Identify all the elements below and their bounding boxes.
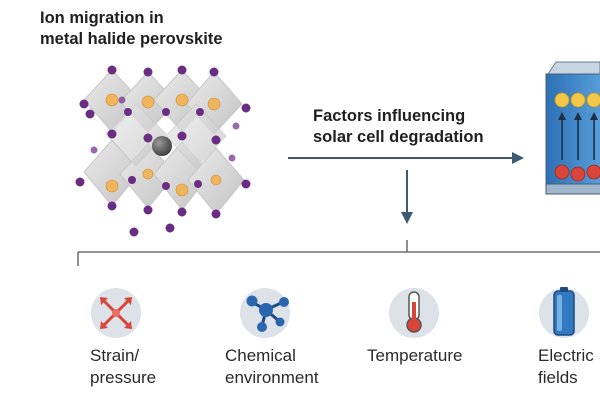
factor-label-chemical: Chemical environment <box>225 345 319 389</box>
diagram-title: Ion migration in metal halide perovskite <box>40 8 223 50</box>
holes <box>554 164 600 182</box>
factor-label-line: fields <box>538 368 578 387</box>
factor-label-temperature: Temperature <box>367 345 462 367</box>
carrier-arrows <box>558 112 598 160</box>
molecule-icon <box>240 288 290 338</box>
arrow-label-line-2: solar cell degradation <box>313 128 484 146</box>
arrow-label-line-1: Factors influencing <box>313 107 466 125</box>
strain-icon <box>91 288 141 338</box>
arrow-to-device <box>288 152 524 164</box>
factor-bracket <box>77 240 600 266</box>
arrow-label: Factors influencing solar cell degradati… <box>313 106 484 148</box>
thermometer-icon <box>389 288 439 338</box>
battery-icon <box>539 287 589 338</box>
factor-label-line: Chemical <box>225 346 296 365</box>
factor-label-line: Temperature <box>367 346 463 365</box>
factor-label-line: Electric <box>538 346 594 365</box>
electrons <box>554 92 600 108</box>
solar-cell-device <box>545 61 600 195</box>
title-line-2: metal halide perovskite <box>40 30 223 48</box>
factor-label-strain: Strain/ pressure <box>90 345 156 389</box>
b-cations <box>105 93 222 197</box>
factor-label-line: Strain/ <box>90 346 140 365</box>
halide-ions <box>75 65 251 237</box>
perovskite-structure <box>75 65 251 237</box>
factor-label-line: pressure <box>90 368 157 387</box>
arrow-down <box>401 170 413 224</box>
factor-label-line: environment <box>225 368 319 387</box>
a-cation <box>152 136 172 156</box>
title-line-1: Ion migration in <box>40 9 164 27</box>
factor-label-electric: Electric fields <box>538 345 600 389</box>
